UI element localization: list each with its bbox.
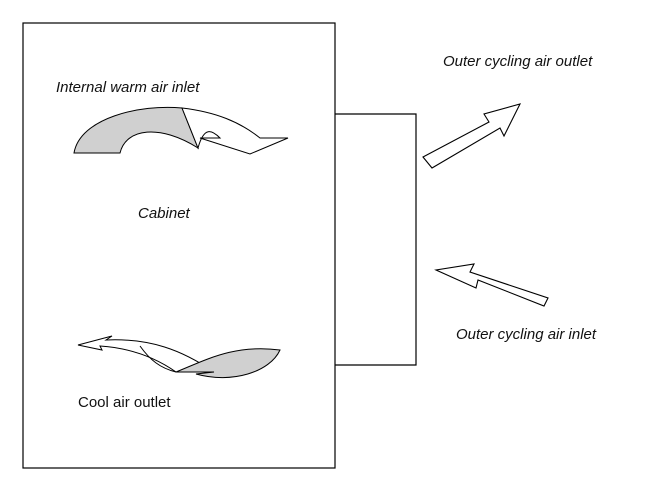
cool-air-arrow-midcurve bbox=[139, 345, 177, 373]
warm-air-inlet-arrow bbox=[73, 106, 289, 155]
outer-outlet-arrow bbox=[422, 103, 522, 169]
cooling-unit-box bbox=[335, 113, 417, 366]
cool-air-arrow-gray-part bbox=[175, 348, 281, 379]
internal-warm-air-inlet-label: Internal warm air inlet bbox=[56, 79, 200, 96]
cabinet-box bbox=[22, 22, 336, 469]
cool-air-outlet-arrow bbox=[77, 335, 281, 379]
warm-air-arrow-white-part bbox=[181, 107, 289, 155]
outer-inlet-arrow bbox=[434, 263, 549, 307]
cabinet-label: Cabinet bbox=[138, 205, 190, 222]
outer-cycling-air-inlet-label: Outer cycling air inlet bbox=[456, 326, 597, 343]
cool-air-outlet-label: Cool air outlet bbox=[78, 394, 171, 411]
warm-air-arrow-gray-part bbox=[73, 106, 200, 154]
outer-cycling-air-outlet-label: Outer cycling air outlet bbox=[443, 53, 593, 70]
